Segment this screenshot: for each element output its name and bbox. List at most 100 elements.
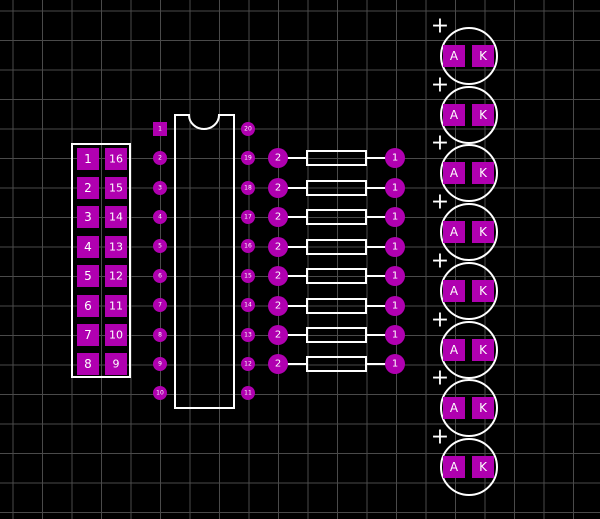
resistor-pad-label: 2 [275, 330, 281, 341]
ic-pin-left[interactable]: 6 [153, 269, 167, 283]
led-outline [440, 203, 498, 261]
ic-pin-right[interactable]: 12 [241, 357, 255, 371]
led-pad-label: A [450, 225, 459, 239]
dip-pad-left[interactable]: 4 [77, 236, 99, 258]
dip-pad-left[interactable]: 2 [77, 177, 99, 199]
dip-pad-right[interactable]: 9 [105, 353, 127, 375]
ic-pin-label: 13 [244, 332, 252, 339]
resistor-pad-2[interactable]: 2 [268, 266, 288, 286]
led-pad-anode[interactable]: A [443, 104, 465, 126]
ic-pin-right[interactable]: 11 [241, 386, 255, 400]
ic-pin-left[interactable]: 7 [153, 298, 167, 312]
led-pad-anode[interactable]: A [443, 339, 465, 361]
resistor-pad-1[interactable]: 1 [385, 266, 405, 286]
ic-pin-circle [153, 357, 167, 371]
dip-pad-square [77, 206, 99, 228]
led-pad-anode[interactable]: A [443, 45, 465, 67]
led-pad-cathode[interactable]: K [472, 397, 494, 419]
resistor-pad-1[interactable]: 1 [385, 207, 405, 227]
ic-pin-right[interactable]: 15 [241, 269, 255, 283]
led-pad-cathode[interactable]: K [472, 339, 494, 361]
ic-pin-right[interactable]: 13 [241, 328, 255, 342]
led-pad-anode[interactable]: A [443, 280, 465, 302]
resistor-pad-2[interactable]: 2 [268, 325, 288, 345]
ic-pin-right[interactable]: 18 [241, 181, 255, 195]
ic-pin-right[interactable]: 17 [241, 210, 255, 224]
dip-pad-left[interactable]: 5 [77, 265, 99, 287]
ic-pin-right[interactable]: 20 [241, 122, 255, 136]
led-pad-cathode[interactable]: K [472, 162, 494, 184]
dip-pad-right[interactable]: 15 [105, 177, 127, 199]
ic-pin-left[interactable]: 2 [153, 151, 167, 165]
resistor-pad-2[interactable]: 2 [268, 354, 288, 374]
led-pad-cathode[interactable]: K [472, 456, 494, 478]
dip-pad-right[interactable]: 13 [105, 236, 127, 258]
led-pad-cathode[interactable]: K [472, 280, 494, 302]
resistor-pad-2[interactable]: 2 [268, 237, 288, 257]
led-pad-anode[interactable]: A [443, 162, 465, 184]
led-pad-label: K [479, 284, 488, 298]
ic-pin-right[interactable]: 16 [241, 239, 255, 253]
dip-pad-left[interactable]: 7 [77, 324, 99, 346]
resistor-pad-1[interactable]: 1 [385, 237, 405, 257]
dip-pad-right[interactable]: 12 [105, 265, 127, 287]
resistor-pad-1[interactable]: 1 [385, 148, 405, 168]
ic-pin-left[interactable]: 5 [153, 239, 167, 253]
dip-pad-right[interactable]: 10 [105, 324, 127, 346]
dip-pad-left[interactable]: 1 [77, 148, 99, 170]
dip-pad-right[interactable]: 16 [105, 148, 127, 170]
led-pad-anode[interactable]: A [443, 221, 465, 243]
ic-pin-left[interactable]: 8 [153, 328, 167, 342]
ic-pin-left[interactable]: 9 [153, 357, 167, 371]
resistor-pad-2[interactable]: 2 [268, 207, 288, 227]
ic-pin-right[interactable]: 19 [241, 151, 255, 165]
led-pad-cathode[interactable]: K [472, 45, 494, 67]
led-pad-anode[interactable]: A [443, 456, 465, 478]
resistor-pad-circle [268, 266, 288, 286]
resistor-pad-label: 1 [392, 183, 398, 194]
dip-pad-left[interactable]: 6 [77, 295, 99, 317]
ic-pin-circle [241, 298, 255, 312]
dip-pad-left[interactable]: 8 [77, 353, 99, 375]
resistor-pad-2[interactable]: 2 [268, 148, 288, 168]
resistor-pad-1[interactable]: 1 [385, 296, 405, 316]
resistor-pad-1[interactable]: 1 [385, 178, 405, 198]
ic-pin-left[interactable]: 10 [153, 386, 167, 400]
dip-pad-left[interactable]: 3 [77, 206, 99, 228]
ic-pin-right[interactable]: 14 [241, 298, 255, 312]
ic-pin-left[interactable]: 3 [153, 181, 167, 195]
dip-pad-right[interactable]: 14 [105, 206, 127, 228]
resistor-pad-1[interactable]: 1 [385, 354, 405, 374]
ic-pin-left[interactable]: 4 [153, 210, 167, 224]
led-pad-cathode[interactable]: K [472, 104, 494, 126]
ic-pin-circle [153, 386, 167, 400]
led-pad-cathode[interactable]: K [472, 221, 494, 243]
resistor-pad-2[interactable]: 2 [268, 296, 288, 316]
dip-pad-right[interactable]: 11 [105, 295, 127, 317]
led-outline [440, 27, 498, 85]
led-pad-anode[interactable]: A [443, 397, 465, 419]
resistor-pad-1[interactable]: 1 [385, 325, 405, 345]
ic-pin-left[interactable]: 1 [153, 122, 167, 136]
resistor-pad-2[interactable]: 2 [268, 178, 288, 198]
